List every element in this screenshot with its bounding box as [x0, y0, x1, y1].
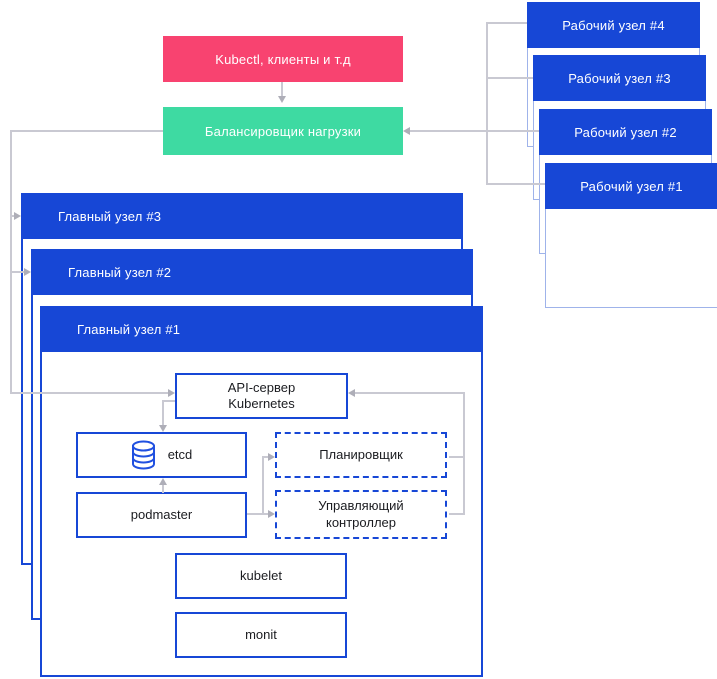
- connector-podmaster-etcd: [162, 484, 164, 493]
- connector-worker1-stub: [486, 183, 545, 185]
- scheduler-box: Планировщик: [275, 432, 447, 478]
- load-balancer-box: Балансировщик нагрузки: [163, 107, 403, 155]
- connector-client-to-lb: [281, 82, 283, 97]
- podmaster-box: podmaster: [76, 492, 247, 538]
- connector-controller-out: [449, 513, 465, 515]
- database-icon: [131, 440, 155, 470]
- api-server-label: API-сервер Kubernetes: [227, 379, 296, 411]
- worker-node-4-title: Рабочий узел #4: [527, 2, 700, 48]
- arrow-workers-to-lb: [403, 127, 410, 135]
- worker-node-2-title: Рабочий узел #2: [539, 109, 712, 155]
- connector-api-etcd-h: [162, 400, 175, 402]
- connector-lb-left: [10, 130, 163, 132]
- connector-api-etcd-v: [162, 400, 164, 426]
- connector-to-master3: [10, 215, 15, 217]
- monit-box: monit: [175, 612, 347, 658]
- connector-left-trunk: [10, 130, 12, 393]
- etcd-label: etcd: [167, 446, 193, 462]
- controller-manager-box: Управляющий контроллер: [275, 490, 447, 539]
- arrow-to-master2: [24, 268, 31, 276]
- etcd-box: etcd: [76, 432, 247, 478]
- client-box: Kubectl, клиенты и т.д: [163, 36, 403, 82]
- kubelet-box: kubelet: [175, 553, 347, 599]
- arrow-to-controller: [268, 510, 275, 518]
- master-node-3-title: Главный узел #3: [21, 193, 463, 239]
- connector-loop-to-api: [355, 392, 465, 394]
- arrow-api-to-etcd: [159, 425, 167, 432]
- connector-to-master2: [10, 271, 25, 273]
- arrow-loop-to-api: [348, 389, 355, 397]
- connector-right-loop: [463, 392, 465, 515]
- connector-worker-trunk: [486, 22, 488, 184]
- connector-worker4-stub: [486, 22, 527, 24]
- arrow-to-api-server: [168, 389, 175, 397]
- worker-node-1: Рабочий узел #1: [545, 163, 717, 308]
- controller-manager-label: Управляющий контроллер: [318, 498, 404, 530]
- worker-node-1-body: [545, 209, 717, 308]
- arrow-to-scheduler: [268, 453, 275, 461]
- arrow-to-master3: [14, 212, 21, 220]
- arrow-podmaster-to-etcd: [159, 478, 167, 485]
- master-node-2-title: Главный узел #2: [31, 249, 473, 295]
- connector-scheduler-out: [449, 456, 465, 458]
- arrow-client-to-lb: [278, 96, 286, 103]
- connector-to-api-server: [10, 392, 168, 394]
- api-server-box: API-сервер Kubernetes: [175, 373, 348, 419]
- connector-podmaster-split: [262, 456, 264, 515]
- connector-workers-to-lb: [410, 130, 539, 132]
- worker-node-3-title: Рабочий узел #3: [533, 55, 706, 101]
- connector-to-scheduler: [262, 456, 269, 458]
- master-node-1-title: Главный узел #1: [40, 306, 483, 352]
- connector-worker3-stub: [486, 77, 533, 79]
- connector-podmaster-out: [247, 513, 268, 515]
- worker-node-1-title: Рабочий узел #1: [545, 163, 717, 209]
